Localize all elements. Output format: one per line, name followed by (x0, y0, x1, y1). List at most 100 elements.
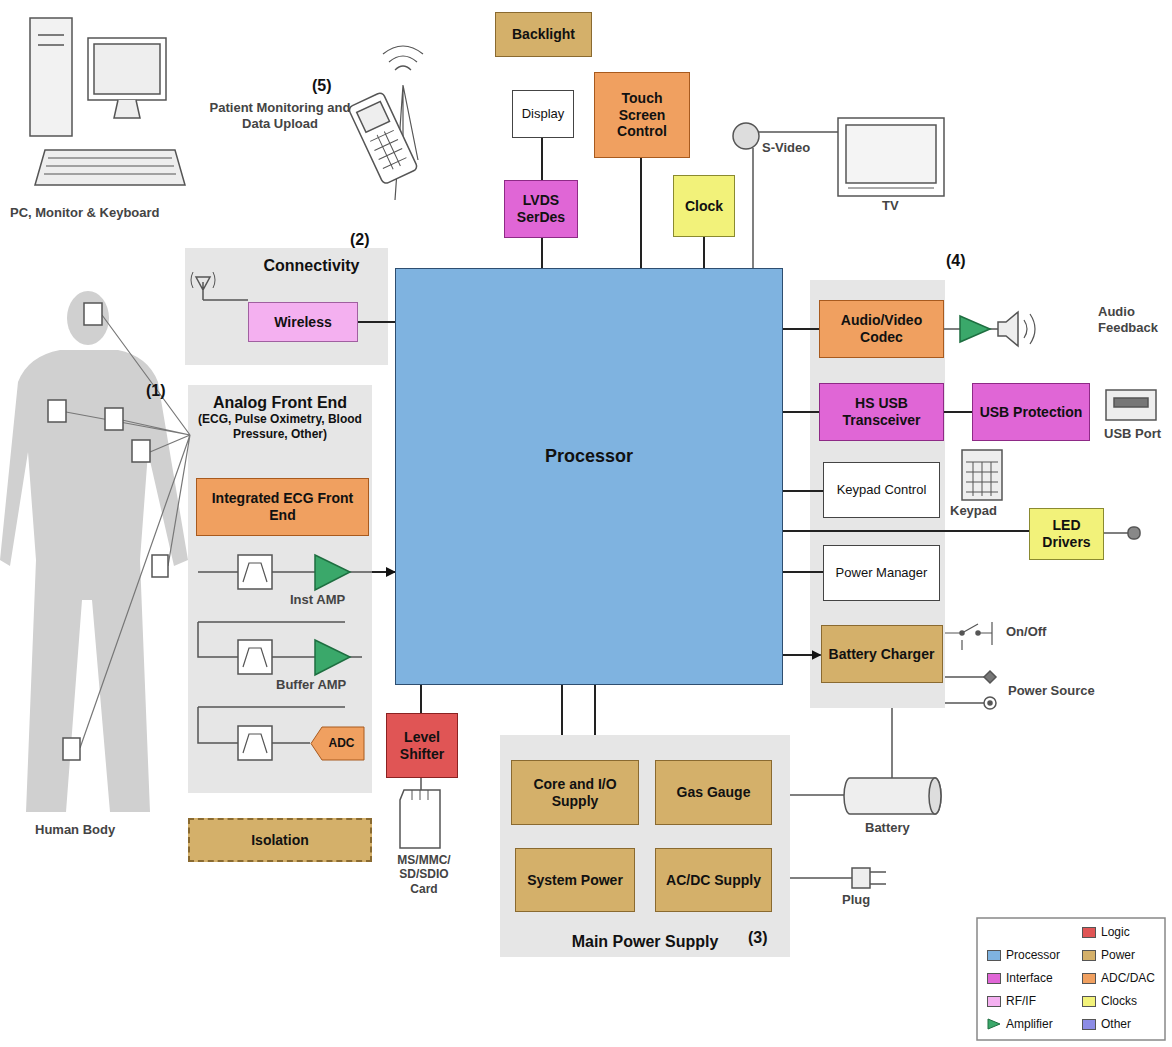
power-box: Battery Charger (821, 625, 943, 683)
group-panel: Main Power Supply Core and I/O Supply Gas … (500, 735, 790, 957)
box-label: ADC (326, 736, 358, 750)
power-box: Backlight (495, 12, 592, 57)
box-label: Wireless (271, 314, 334, 331)
callout-number: (5) (312, 76, 352, 95)
isolation-box: Isolation (188, 818, 372, 862)
panel-heading: Analog Front End (210, 393, 350, 412)
clock-box: LED Drivers (1029, 508, 1104, 560)
box-label: AC/DC Supply (663, 872, 764, 889)
converter-box: Audio/Video Codec (819, 300, 944, 358)
part-label: TV (882, 198, 922, 214)
panel-subtitle: (ECG, Pulse Oximetry, Blood Pressure, Ot… (188, 412, 372, 441)
part-label: Audio Feedback (1098, 304, 1168, 335)
plain-box: Keypad Control (823, 462, 940, 518)
power-box: AC/DC Supply (655, 848, 772, 912)
connector (541, 138, 543, 180)
box-label: Power Manager (833, 565, 931, 581)
connector (640, 158, 642, 268)
part-label: Keypad (950, 503, 1010, 519)
legend-text: Power (1101, 948, 1135, 962)
interface-box: USB Protection (972, 383, 1090, 441)
box-label: HS USB Transceiver (820, 395, 943, 429)
connector (783, 490, 823, 492)
group-panel: Analog Front End(ECG, Pulse Oximetry, Bl… (188, 385, 372, 793)
connector (783, 654, 821, 656)
legend-entry: RF/IF (987, 994, 1036, 1008)
part-label: USB Port (1104, 426, 1170, 442)
panel-heading: Main Power Supply (569, 932, 722, 951)
connector (783, 328, 819, 330)
clock-box: Clock (673, 175, 735, 237)
interface-box: LVDS SerDes (504, 180, 578, 238)
interface-box: HS USB Transceiver (819, 383, 944, 441)
legend-entry: Other (1082, 1017, 1131, 1031)
box-label: Gas Gauge (674, 784, 754, 801)
legend-text: ADC/DAC (1101, 971, 1155, 985)
box-label: Clock (682, 198, 726, 215)
legend-entry: Amplifier (987, 1017, 1053, 1031)
callout-number: (4) (946, 251, 986, 270)
legend-swatch (987, 973, 1001, 984)
box-label: Display (519, 106, 568, 122)
plain-box: Display (512, 90, 574, 138)
box-label: Isolation (248, 832, 312, 849)
legend-swatch (1082, 973, 1096, 984)
part-label: Patient Monitoring and Data Upload (205, 100, 355, 131)
connector (703, 237, 705, 268)
legend-text: Logic (1101, 925, 1130, 939)
legend-swatch (1082, 996, 1096, 1007)
connector (944, 411, 972, 413)
part-label: MS/MMC/ SD/SDIO Card (388, 853, 460, 896)
legend-entry: ADC/DAC (1082, 971, 1155, 985)
part-label: On/Off (1006, 624, 1076, 640)
part-label: Battery (865, 820, 935, 836)
connector (420, 685, 422, 713)
box-label: Keypad Control (834, 482, 930, 498)
connector (783, 411, 819, 413)
connector (783, 530, 1029, 532)
legend-entry: Power (1082, 948, 1135, 962)
adc-symbol: ADC (310, 726, 365, 761)
legend-entry: Interface (987, 971, 1053, 985)
legend-swatch (987, 950, 1001, 961)
callout-number: (2) (350, 230, 390, 249)
rf-box: Wireless (248, 302, 358, 342)
legend-text: Processor (1006, 948, 1060, 962)
part-label: PC, Monitor & Keyboard (10, 205, 185, 221)
legend-swatch (1082, 1019, 1096, 1030)
legend-entry: Clocks (1082, 994, 1137, 1008)
legend-symbol (987, 1018, 1001, 1030)
box-label: Touch Screen Control (595, 90, 689, 140)
box-label: Battery Charger (826, 646, 938, 663)
legend-text: Interface (1006, 971, 1053, 985)
processor-box: Processor (395, 268, 783, 685)
part-label: Plug (842, 892, 892, 908)
legend-swatch (1082, 927, 1096, 938)
converter-box: Integrated ECG Front End (196, 478, 369, 536)
connector (561, 685, 563, 735)
connector (783, 571, 823, 573)
connector (541, 238, 543, 268)
legend-swatch (987, 996, 1001, 1007)
box-label: Integrated ECG Front End (197, 490, 368, 524)
box-label: Core and I/O Supply (512, 776, 638, 810)
callout-number: (3) (748, 928, 788, 947)
legend-text: Clocks (1101, 994, 1137, 1008)
legend-entry: Logic (1082, 925, 1130, 939)
legend-entry: Processor (987, 948, 1060, 962)
part-label: Human Body (35, 822, 155, 838)
box-label: Processor (542, 446, 636, 468)
box-label: USB Protection (977, 404, 1086, 421)
box-label: LED Drivers (1030, 517, 1103, 551)
plain-box: Power Manager (823, 545, 940, 601)
power-box: System Power (515, 848, 635, 912)
power-box: Gas Gauge (655, 760, 772, 825)
connector (594, 685, 596, 735)
panel-heading: Connectivity (260, 256, 362, 275)
box-label: LVDS SerDes (505, 192, 577, 226)
legend-text: Other (1101, 1017, 1131, 1031)
legend-text: Amplifier (1006, 1017, 1053, 1031)
converter-box: Touch Screen Control (594, 72, 690, 158)
box-label: Backlight (509, 26, 578, 43)
power-box: Core and I/O Supply (511, 760, 639, 825)
